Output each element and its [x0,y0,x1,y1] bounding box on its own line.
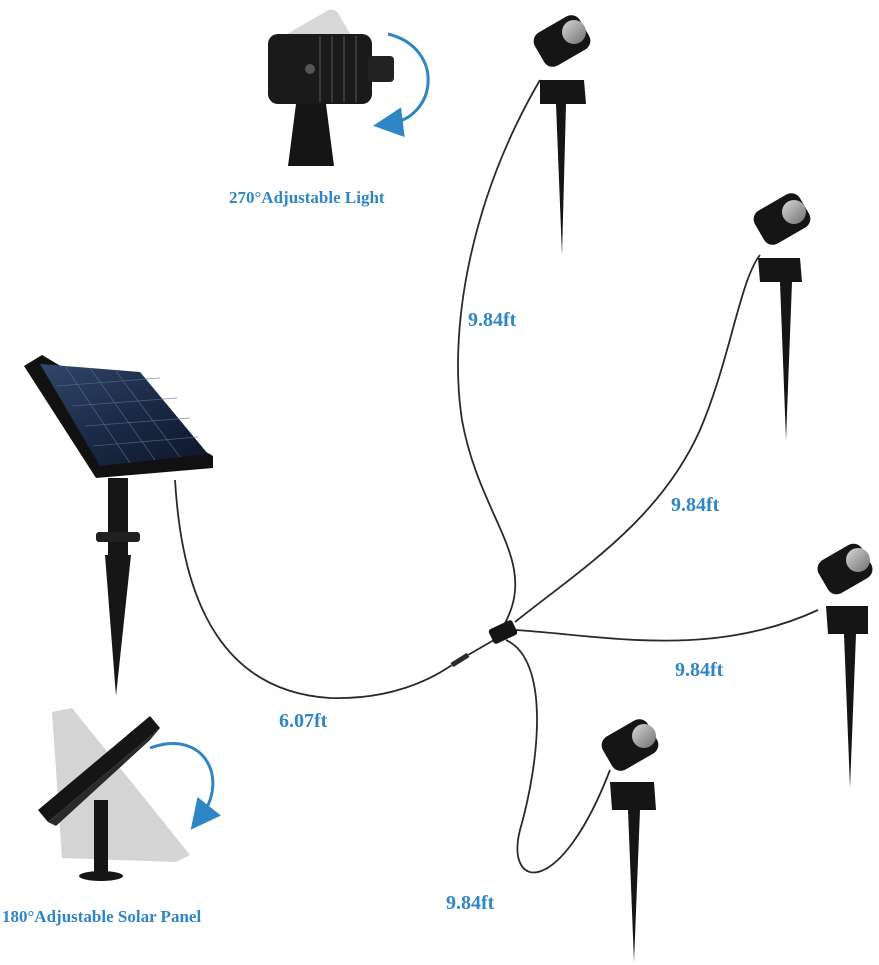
light-adjust-illustration [268,9,430,166]
cable-length-lower-right: 9.84ft [675,659,724,681]
cable-bottom-light [505,639,611,874]
cable-panel [174,479,453,699]
panel-stake-post [108,478,128,558]
cable-to-hub [467,639,495,656]
cable-length-bottom: 9.84ft [446,892,495,914]
panel-stake-spike [105,555,131,696]
splitter-hub [488,620,518,644]
panel-adjust-caption: 180°Adjustable Solar Panel [2,907,202,926]
spotlight-lower-right [817,543,873,788]
cable-top-light [457,79,541,626]
cables [174,79,819,874]
solar-cells [40,364,208,466]
cable-upper-right-light [514,254,761,623]
solar-panel [24,355,213,696]
cable-length-upper-right: 9.84ft [671,494,720,516]
cable-lower-right-light [514,609,819,642]
spotlight-bottom [601,719,659,962]
cable-length-top: 9.84ft [468,309,517,331]
panel-stake-collar [96,532,140,542]
cable-length-panel: 6.07ft [279,710,328,732]
panel-adjust-illustration [38,708,222,881]
spotlight-upper-right [753,193,811,440]
light-adjust-caption: 270°Adjustable Light [229,188,385,207]
spotlight-top [533,15,591,255]
cable-extension-plug [450,652,470,668]
